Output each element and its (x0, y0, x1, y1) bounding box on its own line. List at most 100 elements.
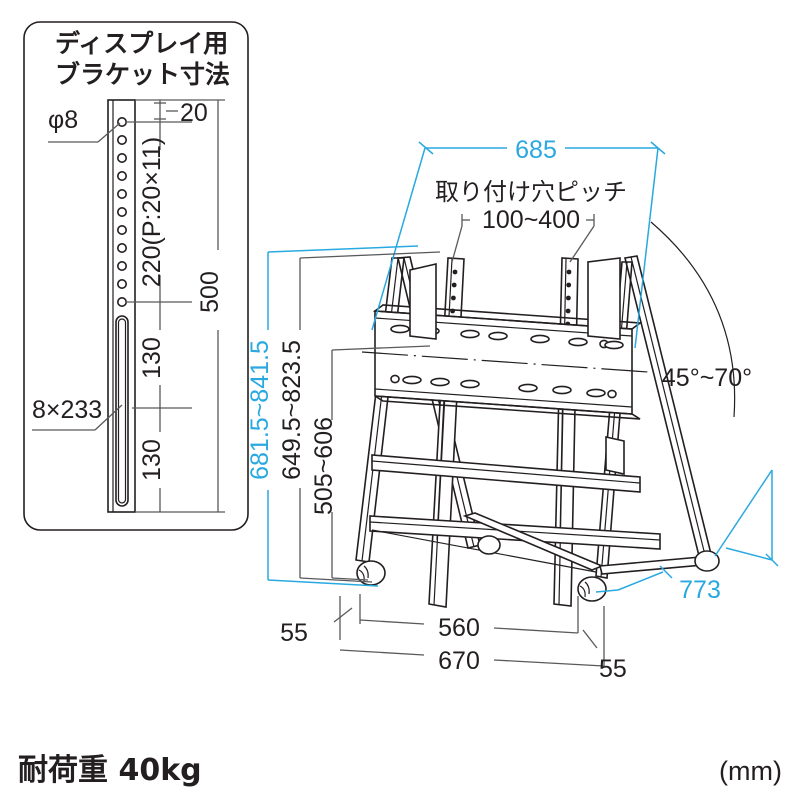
vesa-slot (488, 331, 508, 341)
dim560-label: 560 (438, 614, 480, 642)
dim55L-label: 55 (280, 619, 308, 647)
vesa-slot (586, 388, 606, 398)
vesa-slot (402, 375, 422, 385)
dim-base-left-offset: 55 (280, 594, 361, 647)
dim220-label: 220(P:20×11) (138, 137, 166, 287)
dim773-label: 773 (679, 576, 721, 604)
rail-hole (452, 269, 458, 275)
rail-hole (565, 308, 571, 314)
bracket-hole-group (117, 117, 128, 307)
caster-rear-left (477, 535, 501, 555)
dim685-label: 685 (515, 136, 557, 164)
dim-height-overall: 681.5~841.5 (246, 245, 419, 587)
vesa-centerline (361, 351, 649, 373)
mid-cross-rail (371, 454, 641, 493)
bracket-slot (115, 315, 129, 507)
dim-depth-773: 773 (595, 469, 779, 604)
dim670-label: 670 (438, 647, 480, 675)
dim670-line-right (493, 659, 605, 667)
caster-wheel (577, 576, 607, 602)
bracket-slot-inner (117, 318, 127, 504)
caster-wheel (477, 535, 501, 555)
dim773-line-b (725, 547, 773, 561)
vesa-slot (552, 385, 572, 395)
bracket-hole (117, 207, 128, 218)
vesa-slot (604, 340, 624, 350)
dim-overall-ext-bottom (267, 579, 379, 587)
panel-border (23, 21, 249, 531)
phi8-label: φ8 (48, 106, 78, 134)
bracket-strip (107, 99, 136, 513)
bracket-hole (117, 153, 128, 164)
dim-hole-pattern: 220(P:20×11) (138, 122, 166, 302)
dim670-line-left (339, 649, 425, 656)
side-bracket-tab (605, 436, 625, 475)
rear-leg-left-far (595, 261, 633, 579)
bracket-hole (117, 225, 128, 236)
panel-extension-lines (126, 99, 225, 513)
mid-rail-crease (371, 460, 641, 484)
bracket-hole (117, 171, 128, 182)
slot-label: 8×233 (32, 396, 102, 424)
vesa-slot (460, 329, 480, 339)
dim-bracket-ext-top (299, 251, 441, 259)
mid-rail-body (371, 454, 641, 493)
caster-wheel-detail (579, 581, 590, 598)
mount-pitch-title: 取り付け穴ピッチ (435, 178, 627, 206)
dim773-arrow-a (659, 565, 673, 579)
dim500-label: 500 (196, 271, 224, 313)
rail-hole (451, 295, 456, 301)
stand-perspective-view (355, 255, 720, 608)
dim-mount-pitch: 取り付け穴ピッチ 100~400 (435, 178, 627, 263)
dim-height-bracket: 649.5~823.5 (278, 251, 441, 583)
dim-base-right-offset: 55 (582, 629, 627, 683)
bracket-hole (117, 260, 128, 271)
slot-callout: 8×233 (32, 396, 123, 431)
rear-upright-plates (409, 257, 621, 340)
rail-hole (451, 282, 457, 288)
dim55R-label: 55 (599, 655, 627, 683)
bracket-hole (117, 278, 128, 289)
dim560-line-left (359, 619, 425, 625)
bracket-hole (117, 135, 128, 146)
vesa-slot (530, 334, 550, 344)
dim-bracket-ext-bottom (299, 577, 373, 583)
vesa-slot (568, 337, 588, 347)
dim20-label: 20 (180, 99, 208, 127)
panel-title-line2: ブラケット寸法 (55, 60, 230, 89)
dim773-line-a (617, 571, 664, 591)
dim-low-pitch: 130 (138, 408, 166, 512)
caster-front-right (577, 576, 607, 602)
mount-pitch-value: 100~400 (482, 206, 580, 234)
vesa-plate-bottom-fold (374, 388, 633, 408)
dim-lower-label: 505~606 (310, 417, 338, 515)
vesa-hole (390, 374, 400, 384)
bracket-hole (117, 117, 128, 128)
dim130a-label: 130 (138, 337, 166, 379)
bracket-detail-panel: ディスプレイ用 ブラケット寸法 (23, 21, 249, 531)
dim685-arrow-left (418, 141, 434, 155)
dim-top-offset: 20 (154, 99, 208, 127)
rear-plate-left (409, 262, 437, 340)
dim-lower-ext-bottom (331, 577, 369, 581)
mount-pitch-ext-right (569, 225, 595, 263)
slot-leader-diagonal (94, 404, 123, 431)
dim-mid-pitch: 130 (138, 302, 166, 408)
caster-rear-right (694, 550, 720, 572)
hole-diameter-callout: φ8 (48, 106, 121, 143)
vesa-slot (390, 324, 410, 334)
dim-overall-500: 500 (196, 100, 224, 512)
dim560-line-right (493, 627, 579, 634)
panel-title-line1: ディスプレイ用 (55, 29, 228, 58)
dim55R-arrow (582, 629, 598, 649)
dim-overall-label: 681.5~841.5 (246, 340, 274, 480)
bracket-hole (117, 296, 128, 307)
angle-arc (650, 221, 736, 418)
dim-bracket-label: 649.5~823.5 (278, 340, 306, 480)
rear-plate-right (587, 257, 621, 340)
vesa-hole (607, 389, 617, 399)
dim-base-inner-560: 560 (359, 596, 579, 642)
bracket-hole (117, 189, 128, 200)
units-label: (mm) (719, 756, 782, 786)
